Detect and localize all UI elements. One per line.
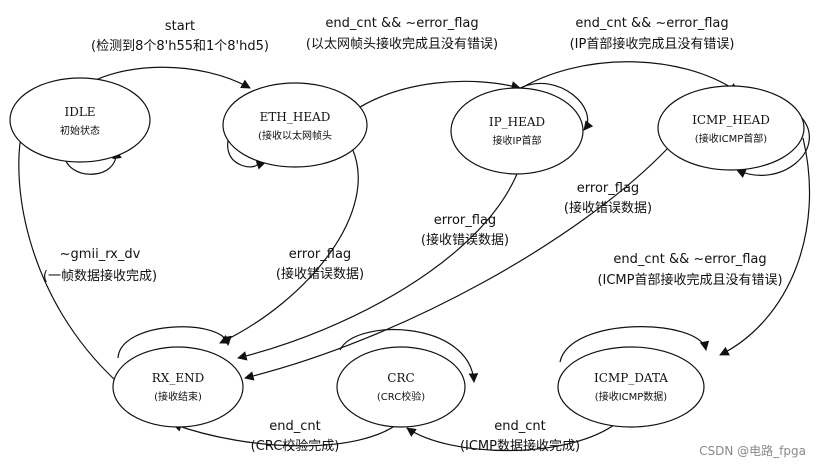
edge-ip-head-to-rx-end — [237, 173, 518, 361]
self-loop-icmp-data — [559, 326, 710, 363]
label-crc-to-rxend-desc: (CRC校验完成) — [251, 438, 340, 454]
state-idle-name: IDLE — [64, 105, 95, 119]
label-rxend-to-idle-cond: ~gmii_rx_dv — [60, 247, 141, 262]
state-icmp-data-name: ICMP_DATA — [594, 371, 668, 385]
state-icmp-head-name: ICMP_HEAD — [692, 113, 770, 127]
edge-eth-head-to-ip-head — [351, 80, 521, 113]
state-icmp-data: ICMP_DATA (接收ICMP数据) — [557, 346, 705, 428]
watermark: CSDN @电路_fpga — [699, 443, 806, 458]
label-icmphead-to-data-desc: (ICMP首部接收完成且没有错误) — [597, 272, 782, 288]
edge-icmp-data-to-crc — [406, 421, 619, 452]
state-rx-end-desc: (接收结束) — [154, 390, 202, 403]
label-icmphead-to-data-cond: end_cnt && ~error_flag — [613, 252, 766, 267]
label-ip-to-rxend-cond: error_flag — [434, 213, 496, 228]
label-icmphead-to-rxend-desc: (接收错误数据) — [564, 200, 652, 216]
self-loop-rx-end — [117, 326, 232, 359]
state-crc-desc: (CRC校验) — [377, 390, 425, 403]
state-icmp-head: ICMP_HEAD (接收ICMP首部) — [657, 85, 805, 171]
label-ip-to-icmp-cond: end_cnt && ~error_flag — [575, 16, 728, 31]
self-loop-icmp-head — [736, 117, 810, 178]
label-idle-to-eth-desc: (检测到8个8'h55和1个8'hd5) — [91, 39, 269, 54]
edge-eth-head-to-rx-end — [219, 147, 359, 344]
label-eth-to-rxend-cond: error_flag — [289, 247, 351, 262]
state-idle: IDLE 初始状态 — [9, 77, 151, 163]
state-ip-head-name: IP_HEAD — [489, 115, 545, 129]
state-crc-name: CRC — [387, 371, 414, 385]
self-loop-ip-head — [519, 82, 594, 131]
state-rx-end: RX_END (接收结束) — [112, 346, 244, 428]
state-idle-desc: 初始状态 — [60, 124, 100, 137]
label-ip-to-rxend-desc: (接收错误数据) — [421, 232, 509, 248]
state-ip-head-desc: 接收IP首部 — [493, 134, 542, 147]
edge-icmp-head-to-icmp-data — [719, 137, 811, 356]
self-loop-crc — [339, 328, 479, 383]
state-eth-head-name: ETH_HEAD — [260, 110, 331, 124]
label-eth-to-rxend-desc: (接收错误数据) — [276, 266, 364, 282]
edge-crc-to-rx-end — [172, 421, 401, 447]
label-eth-to-ip-desc: (以太网帧头接收完成且没有错误) — [306, 36, 498, 52]
label-idle-to-eth-cond: start — [165, 19, 195, 34]
edge-icmp-head-to-rx-end — [244, 147, 669, 381]
state-icmp-head-desc: (接收ICMP首部) — [695, 132, 767, 145]
state-ip-head: IP_HEAD 接收IP首部 — [450, 87, 584, 175]
label-data-to-crc-cond: end_cnt — [494, 419, 545, 434]
label-crc-to-rxend-cond: end_cnt — [269, 419, 320, 434]
label-rxend-to-idle-desc: (一帧数据接收完成) — [43, 268, 157, 284]
state-crc: CRC (CRC校验) — [336, 346, 466, 428]
label-icmphead-to-rxend-cond: error_flag — [577, 181, 639, 196]
label-eth-to-ip-cond: end_cnt && ~error_flag — [325, 16, 478, 31]
label-ip-to-icmp-desc: (IP首部接收完成且没有错误) — [570, 36, 735, 52]
edge-rx-end-to-idle — [15, 129, 116, 381]
state-rx-end-name: RX_END — [152, 371, 204, 385]
edge-ip-head-to-icmp-head — [517, 61, 739, 93]
state-icmp-data-desc: (接收ICMP数据) — [595, 390, 667, 403]
state-eth-head-desc: (接收以太网帧头 — [258, 129, 332, 142]
state-eth-head: ETH_HEAD (接收以太网帧头 — [222, 82, 368, 168]
label-data-to-crc-desc: (ICMP数据接收完成) — [460, 438, 580, 454]
